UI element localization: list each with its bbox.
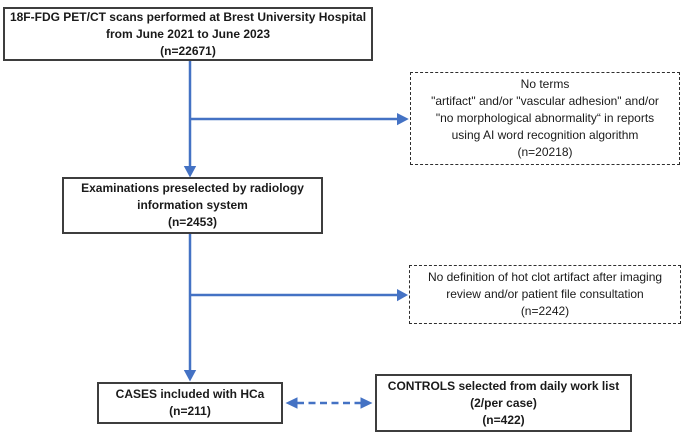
box-preselected-exams-count: (n=2453): [167, 215, 218, 229]
arrow-branch-to-no-definition: [190, 289, 408, 302]
box-preselected-exams-text-2: information system: [137, 198, 248, 212]
arrowhead-down-icon: [183, 166, 197, 178]
box-preselected-exams: Examinations preselected by radiology in…: [62, 177, 323, 234]
box-controls-selected: CONTROLS selected from daily work list (…: [375, 374, 632, 432]
arrowhead-left-icon: [285, 397, 298, 409]
arrowhead-right-icon: [397, 113, 409, 126]
arrowhead-right-icon: [360, 397, 373, 409]
box-excluded-no-definition-text-2: review and/or patient file consultation: [446, 287, 644, 301]
arrowhead-right-icon: [397, 289, 408, 302]
box-controls-selected-count: (n=422): [482, 412, 525, 427]
arrow-branch-to-no-terms: [190, 113, 409, 126]
box-controls-selected-ratio: (2/per case): [470, 395, 537, 410]
box-excluded-no-terms-text-2: "artifact" and/or "vascular adhesion" an…: [431, 94, 659, 108]
box-preselected-exams-text-1: Examinations preselected by radiology: [81, 181, 304, 195]
arrow-cases-controls-dashed: [285, 397, 373, 409]
box-excluded-no-definition-count: (n=2242): [520, 304, 570, 318]
box-total-scans-text: 18F-FDG PET/CT scans performed at Brest …: [9, 9, 367, 24]
box-total-scans-count: (n=22671): [160, 43, 216, 58]
box-excluded-no-terms-text-3: "no morphological abnormality“ in report…: [435, 111, 655, 125]
box-cases-included: CASES included with HCa (n=211): [97, 382, 283, 424]
box-excluded-no-definition: No definition of hot clot artifact after…: [409, 265, 681, 324]
arrow-scans-to-preselected: [183, 61, 197, 178]
box-total-scans: 18F-FDG PET/CT scans performed at Brest …: [3, 7, 373, 61]
box-total-scans-dates: from June 2021 to June 2023: [105, 26, 271, 41]
arrow-preselected-to-cases: [183, 234, 197, 382]
box-excluded-no-terms: No terms "artifact" and/or "vascular adh…: [410, 72, 680, 165]
box-cases-included-text: CASES included with HCa: [115, 387, 265, 401]
arrowhead-down-icon: [183, 370, 197, 382]
box-excluded-no-terms-text-4: using AI word recognition algorithm: [451, 128, 639, 142]
box-excluded-no-definition-text-1: No definition of hot clot artifact after…: [427, 270, 663, 284]
box-controls-selected-text: CONTROLS selected from daily work list: [387, 378, 620, 393]
box-excluded-no-terms-count: (n=20218): [517, 145, 573, 159]
box-cases-included-count: (n=211): [169, 404, 211, 418]
box-excluded-no-terms-text-1: No terms: [520, 77, 570, 91]
